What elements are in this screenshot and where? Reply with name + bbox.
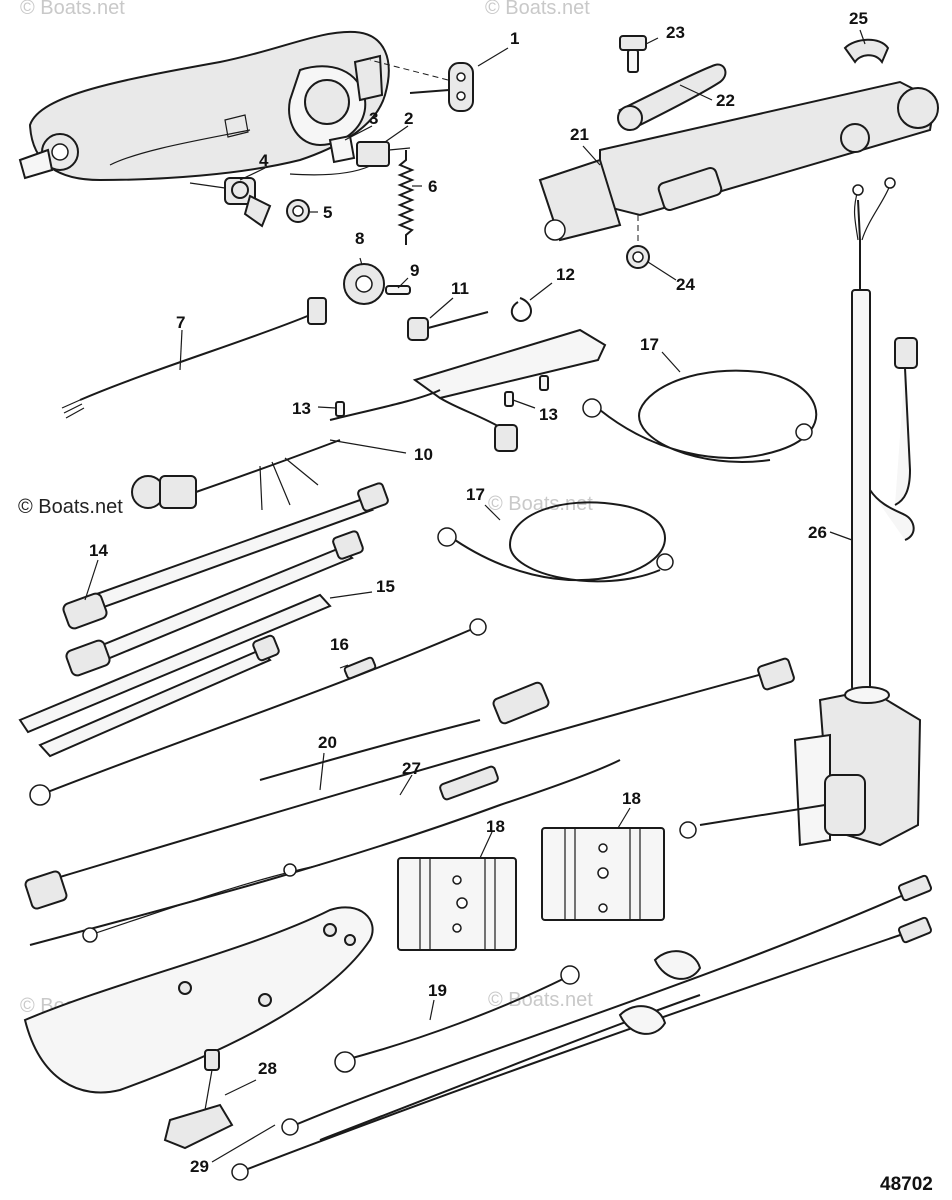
callout-16: 16 xyxy=(330,635,349,654)
part-23-bolt xyxy=(619,35,647,73)
callout-20: 20 xyxy=(318,733,337,752)
part-15-tubes xyxy=(18,593,332,758)
part-19-cable xyxy=(334,965,580,1073)
part-10-bracket-harness xyxy=(329,328,607,452)
callout-29: 29 xyxy=(190,1157,209,1176)
callout-14: 14 xyxy=(89,541,108,560)
callout-9: 9 xyxy=(410,261,419,280)
figure-number: 48702 xyxy=(880,1174,933,1195)
callout-17b: 17 xyxy=(466,485,485,504)
part-28-cover xyxy=(23,906,374,1150)
callout-17a: 17 xyxy=(640,335,659,354)
callout-13a: 13 xyxy=(292,399,311,418)
callout-18b: 18 xyxy=(622,789,641,808)
part-5-nut xyxy=(286,199,310,223)
callout-8: 8 xyxy=(355,229,364,248)
part-1-switch xyxy=(369,59,474,112)
callout-1: 1 xyxy=(510,29,519,48)
callout-18a: 18 xyxy=(486,817,505,836)
part-14-tubes xyxy=(62,482,389,677)
part-25-cap xyxy=(843,38,890,65)
watermark-top-center: © Boats.net xyxy=(485,0,590,19)
callout-6: 6 xyxy=(428,177,437,196)
tiller-handle-assembly xyxy=(18,30,390,182)
callout-4: 4 xyxy=(259,151,269,170)
callout-3: 3 xyxy=(369,109,378,128)
part-24-nut xyxy=(626,215,650,269)
part-18-plate-left xyxy=(397,857,517,951)
part-17-cable-lower xyxy=(437,501,674,583)
part-11-clamp xyxy=(407,311,489,341)
part-17-cable-upper xyxy=(582,369,818,463)
part-22-link-arm xyxy=(617,63,727,131)
part-10-connector xyxy=(131,439,341,511)
callout-10: 10 xyxy=(414,445,433,464)
callout-27: 27 xyxy=(402,759,421,778)
callout-21: 21 xyxy=(570,125,589,144)
part-13-screws xyxy=(335,375,549,417)
part-9-screw xyxy=(385,285,411,295)
callout-5: 5 xyxy=(323,203,332,222)
callout-19: 19 xyxy=(428,981,447,1000)
callout-2: 2 xyxy=(404,109,413,128)
callout-26: 26 xyxy=(808,523,827,542)
watermark-left: © Boats.net xyxy=(18,496,123,518)
leader-lines xyxy=(84,29,866,1163)
callout-28: 28 xyxy=(258,1059,277,1078)
part-21-steering-cylinder xyxy=(538,80,939,242)
part-8-cover xyxy=(343,263,385,305)
callout-13b: 13 xyxy=(539,405,558,424)
callout-12: 12 xyxy=(556,265,575,284)
watermark-bottom-center: © Boats.net xyxy=(488,989,593,1011)
part-6-spring xyxy=(397,150,415,245)
callout-labels: 1 2 3 4 5 6 7 8 9 10 11 12 13 13 14 15 1… xyxy=(89,9,868,1176)
callout-25: 25 xyxy=(849,9,868,28)
part-2-kill-switch xyxy=(289,141,411,176)
part-12-tie-strap xyxy=(510,297,532,322)
part-26-pump xyxy=(679,177,922,847)
callout-15: 15 xyxy=(376,577,395,596)
callout-22: 22 xyxy=(716,91,735,110)
part-3-clip xyxy=(328,134,356,164)
part-4-key-switch xyxy=(189,177,272,228)
callout-24: 24 xyxy=(676,275,695,294)
callout-23: 23 xyxy=(666,23,685,42)
callout-7: 7 xyxy=(176,313,185,332)
watermark-top-left: © Boats.net xyxy=(20,0,125,19)
part-29-cables xyxy=(231,874,932,1181)
watermark-middle: © Boats.net xyxy=(488,493,593,515)
part-20-harness xyxy=(24,657,795,910)
part-27-harness xyxy=(29,759,621,946)
part-16-cable xyxy=(29,618,487,806)
part-7-harness xyxy=(61,297,327,419)
callout-11: 11 xyxy=(451,279,469,298)
part-18-plate-right xyxy=(541,827,665,921)
